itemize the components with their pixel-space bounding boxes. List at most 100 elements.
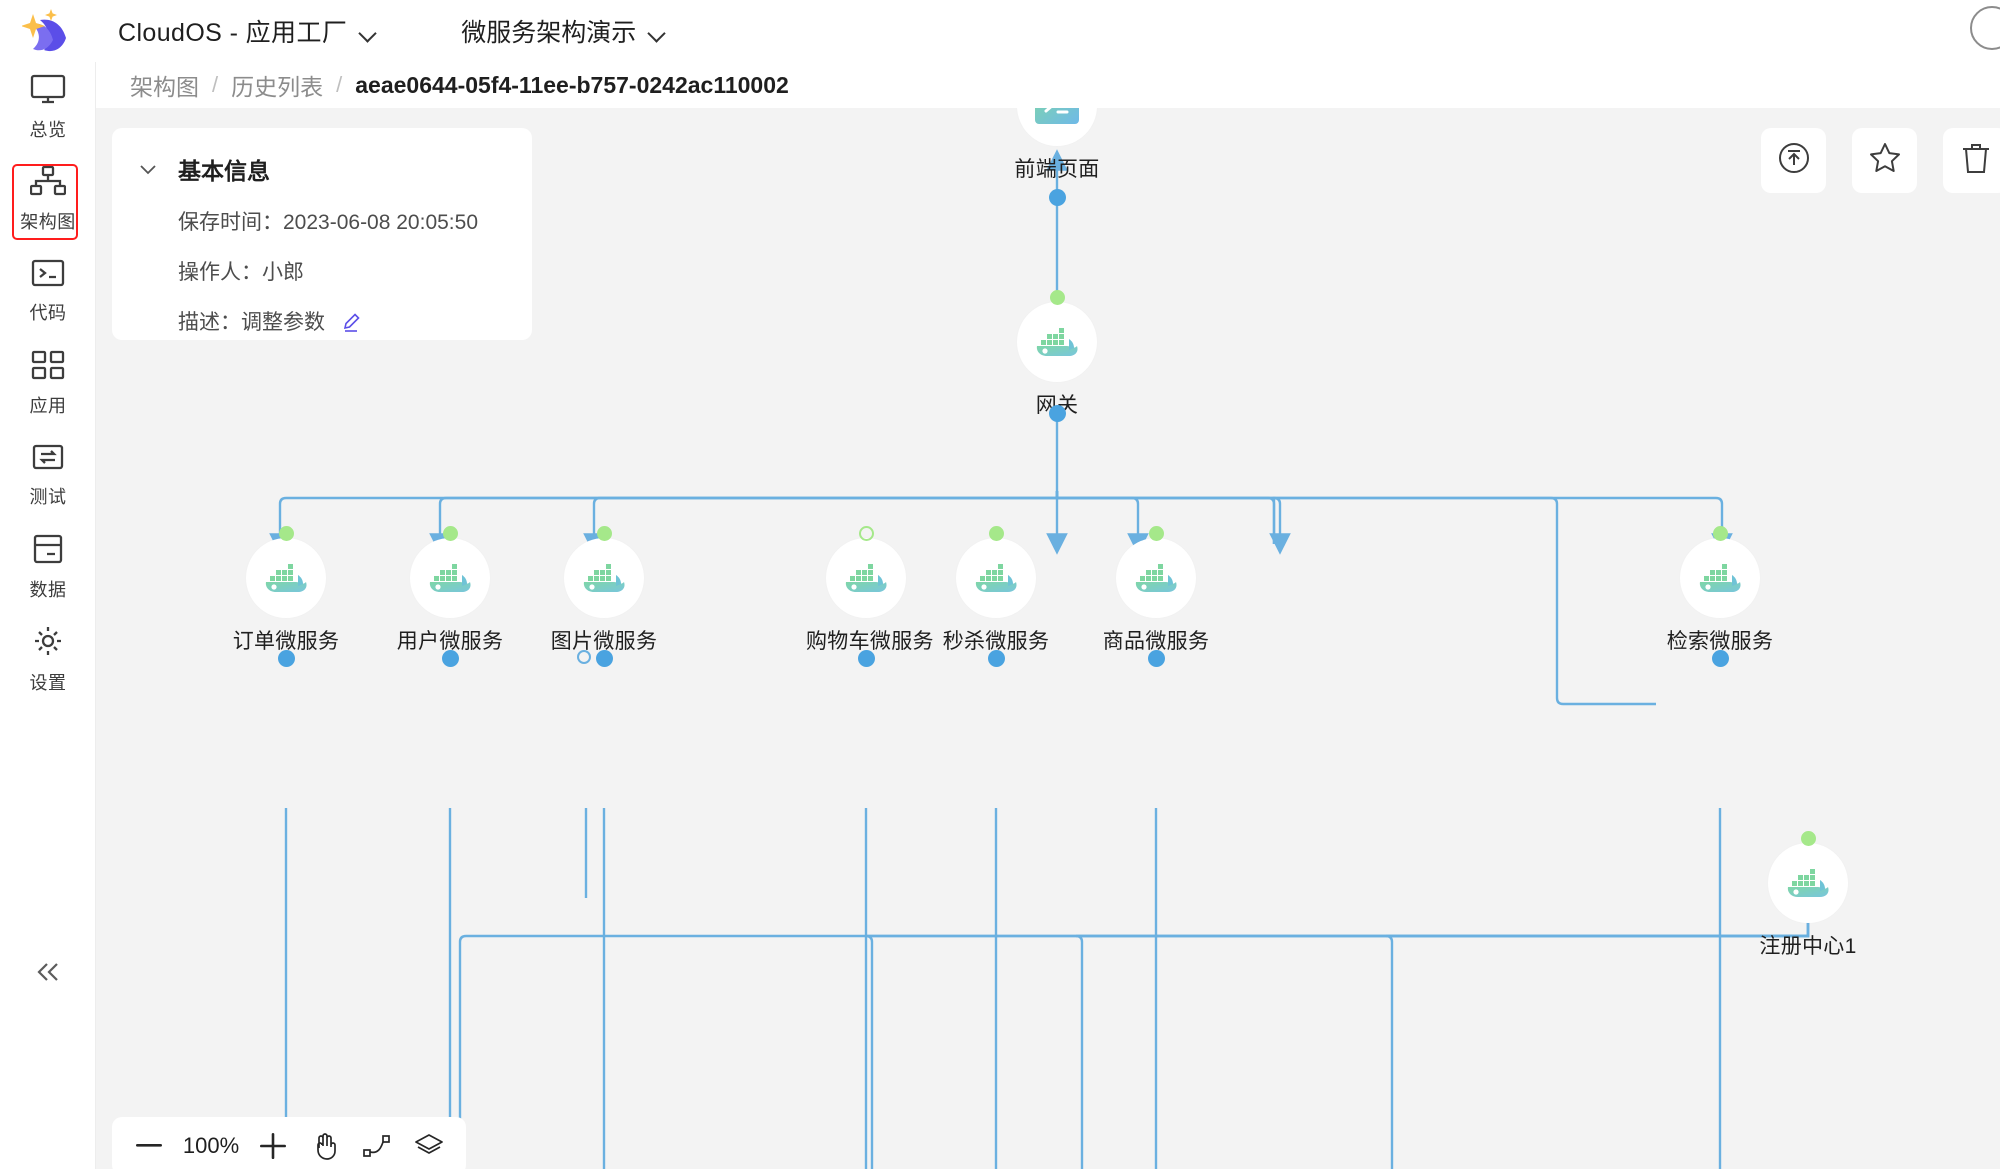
node-bubble bbox=[1768, 843, 1848, 923]
node-port-target[interactable] bbox=[442, 650, 459, 667]
node-bubble bbox=[1680, 538, 1760, 618]
operator-value: 小郎 bbox=[262, 261, 304, 284]
node-path-icon bbox=[363, 1135, 390, 1157]
sidebar-item-label: 设置 bbox=[29, 673, 67, 693]
layers-button[interactable] bbox=[406, 1123, 452, 1169]
architecture-canvas[interactable]: 前端页面 网关 bbox=[96, 108, 2000, 1169]
breadcrumb-separator: / bbox=[212, 72, 219, 97]
node-bubble bbox=[826, 538, 906, 618]
sitemap-icon bbox=[29, 165, 67, 201]
sidebar-item-apps[interactable]: 应用 bbox=[0, 338, 96, 430]
node-port-target-empty[interactable] bbox=[577, 650, 591, 664]
node-label: 图片微服务 bbox=[550, 630, 658, 653]
save-time-row: 保存时间：2023-06-08 20:05:50 bbox=[178, 206, 504, 236]
double-chevron-left-icon[interactable] bbox=[0, 947, 96, 997]
diagram-node-registry[interactable]: 注册中心1 bbox=[1748, 831, 1868, 960]
app-title-label: CloudOS - 应用工厂 bbox=[118, 19, 348, 47]
node-port-target[interactable] bbox=[596, 650, 613, 667]
docker-whale-icon bbox=[429, 564, 471, 592]
delete-button[interactable] bbox=[1943, 128, 2000, 193]
diagram-node-search[interactable]: 检索微服务 bbox=[1660, 526, 1780, 667]
docker-whale-icon bbox=[583, 564, 625, 592]
diagram-node-product[interactable]: 商品微服务 bbox=[1096, 526, 1216, 667]
diagram-node-image[interactable]: 图片微服务 bbox=[544, 526, 664, 667]
node-port-target[interactable] bbox=[1049, 405, 1066, 422]
monitor-icon bbox=[30, 74, 66, 109]
node-label: 秒杀微服务 bbox=[942, 630, 1050, 653]
node-label: 用户微服务 bbox=[396, 630, 504, 653]
sidebar-item-settings[interactable]: 设置 bbox=[0, 614, 96, 706]
chevron-down-icon[interactable] bbox=[140, 158, 156, 181]
zoom-in-button[interactable] bbox=[250, 1123, 296, 1169]
grid-icon bbox=[31, 350, 65, 385]
node-port-source[interactable] bbox=[443, 526, 458, 541]
node-port-target[interactable] bbox=[1148, 650, 1165, 667]
docker-whale-icon bbox=[1036, 328, 1078, 356]
docker-whale-icon bbox=[1135, 564, 1177, 592]
gear-icon bbox=[31, 625, 65, 662]
terminal-window-icon bbox=[1035, 108, 1079, 124]
diagram-node-seckill[interactable]: 秒杀微服务 bbox=[936, 526, 1056, 667]
sidebar-item-data[interactable]: 数据 bbox=[0, 522, 96, 614]
node-port-target[interactable] bbox=[1049, 189, 1066, 206]
node-port-source-empty[interactable] bbox=[859, 526, 874, 541]
description-row: 描述：调整参数 bbox=[178, 306, 504, 338]
favorite-button[interactable] bbox=[1852, 128, 1917, 193]
pan-tool-button[interactable] bbox=[302, 1123, 348, 1169]
canvas-actions bbox=[1761, 128, 2000, 193]
trash-icon bbox=[1960, 141, 1992, 180]
node-port-source[interactable] bbox=[1801, 831, 1816, 846]
restore-button[interactable] bbox=[1761, 128, 1826, 193]
sidebar-item-code[interactable]: 代码 bbox=[0, 246, 96, 338]
breadcrumb-item-history[interactable]: 历史列表 bbox=[231, 74, 324, 100]
project-selector[interactable]: 微服务架构演示 bbox=[461, 13, 666, 49]
node-port-target[interactable] bbox=[1712, 650, 1729, 667]
edge-layer bbox=[269, 149, 1810, 1169]
diagram-node-order[interactable]: 订单微服务 bbox=[226, 526, 346, 667]
docker-whale-icon bbox=[975, 564, 1017, 592]
project-title-label: 微服务架构演示 bbox=[461, 19, 637, 47]
sidebar-item-label: 代码 bbox=[29, 303, 67, 323]
avatar[interactable] bbox=[1970, 6, 2000, 50]
zoom-out-button[interactable] bbox=[126, 1123, 172, 1169]
node-label: 购物车微服务 bbox=[806, 630, 934, 653]
diagram-node-user[interactable]: 用户微服务 bbox=[390, 526, 510, 667]
sparkle-logo-icon[interactable] bbox=[0, 8, 96, 54]
sidebar-item-architecture[interactable]: 架构图 bbox=[0, 154, 96, 246]
node-port-source[interactable] bbox=[989, 526, 1004, 541]
sidebar-item-test[interactable]: 测试 bbox=[0, 430, 96, 522]
save-time-value: 2023-06-08 20:05:50 bbox=[283, 211, 478, 234]
node-port-target[interactable] bbox=[988, 650, 1005, 667]
zoom-level-label[interactable]: 100% bbox=[182, 1133, 240, 1158]
breadcrumb-item-architecture[interactable]: 架构图 bbox=[130, 74, 199, 100]
node-port-source[interactable] bbox=[279, 526, 294, 541]
sidebar-item-label: 架构图 bbox=[20, 212, 76, 232]
node-port-target[interactable] bbox=[858, 650, 875, 667]
node-bubble bbox=[1017, 108, 1097, 146]
star-icon bbox=[1868, 141, 1902, 180]
node-port-source[interactable] bbox=[1149, 526, 1164, 541]
node-bubble bbox=[956, 538, 1036, 618]
breadcrumb-separator: / bbox=[336, 72, 343, 97]
chevron-down-icon[interactable] bbox=[649, 27, 666, 37]
docker-whale-icon bbox=[1787, 869, 1829, 897]
sidebar-item-label: 应用 bbox=[29, 396, 67, 416]
node-port-source[interactable] bbox=[1713, 526, 1728, 541]
sidebar-item-overview[interactable]: 总览 bbox=[0, 62, 96, 154]
diagram-node-gateway[interactable]: 网关 bbox=[997, 290, 1117, 422]
pencil-edit-icon[interactable] bbox=[341, 312, 361, 338]
basic-info-header[interactable]: 基本信息 bbox=[140, 152, 504, 186]
description-label: 描述： bbox=[178, 311, 241, 334]
app-title[interactable]: CloudOS - 应用工厂 bbox=[118, 13, 377, 49]
diagram-node-frontend[interactable]: 前端页面 bbox=[997, 108, 1117, 206]
diagram-node-cart[interactable]: 购物车微服务 bbox=[806, 526, 934, 667]
node-label: 注册中心1 bbox=[1759, 935, 1857, 958]
description-value: 调整参数 bbox=[241, 311, 325, 334]
node-bubble bbox=[1017, 302, 1097, 382]
node-port-source[interactable] bbox=[597, 526, 612, 541]
chevron-down-icon[interactable] bbox=[360, 27, 377, 37]
edge-tool-button[interactable] bbox=[354, 1123, 400, 1169]
node-bubble bbox=[564, 538, 644, 618]
node-port-target[interactable] bbox=[278, 650, 295, 667]
node-port-source[interactable] bbox=[1050, 290, 1065, 305]
